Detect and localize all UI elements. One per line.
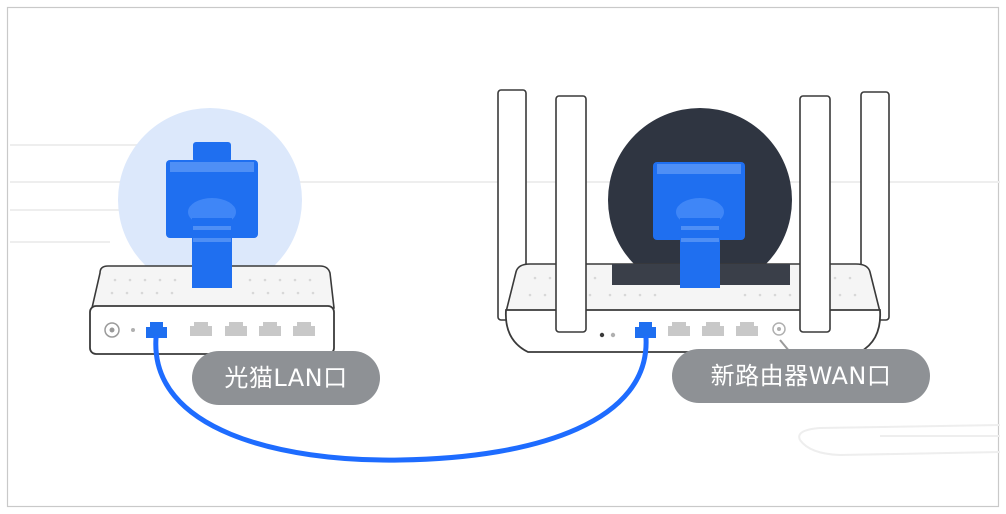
modem-lan-ports (190, 322, 315, 336)
modem-connector-zoom (166, 142, 258, 288)
modem-lan-port-label: 光猫LAN口 (192, 351, 380, 405)
ethernet-cable-icon (153, 335, 649, 463)
optical-modem-icon (89, 108, 335, 355)
router-wan-port (635, 322, 656, 338)
router-lan-ports (668, 322, 758, 336)
modem-active-port (146, 322, 167, 338)
wireless-router-icon (497, 89, 890, 353)
router-connector-zoom (653, 162, 745, 288)
router-wan-port-label: 新路由器WAN口 (672, 349, 930, 403)
